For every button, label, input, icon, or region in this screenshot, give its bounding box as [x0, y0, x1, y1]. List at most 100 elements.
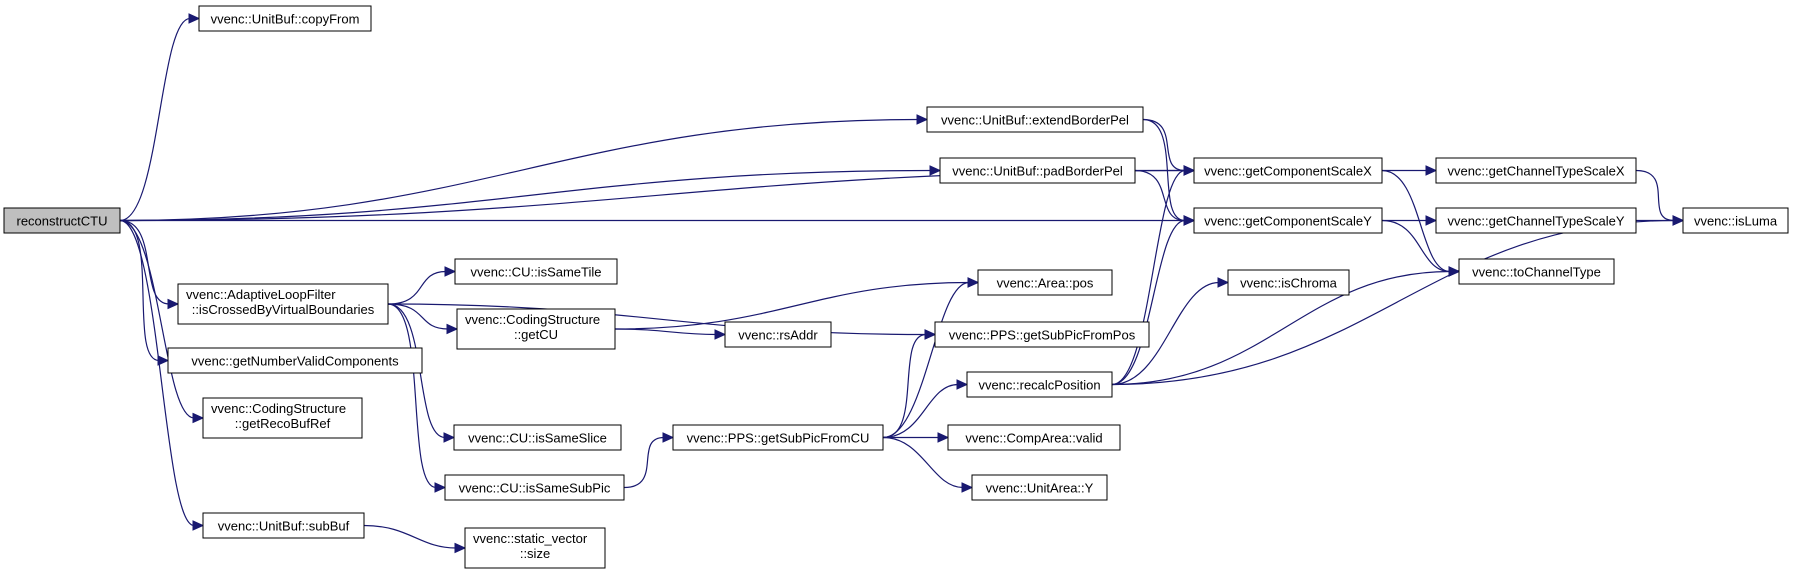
node-label: vvenc::UnitBuf::copyFrom: [211, 12, 360, 27]
edge-reconstructCTU-to-extendBorderPel: [119, 114, 929, 222]
node-label: vvenc::toChannelType: [1472, 265, 1601, 280]
node-isLuma[interactable]: vvenc::isLuma: [1682, 207, 1789, 234]
node-box: [456, 308, 616, 350]
node-label: vvenc::static_vector: [473, 531, 588, 546]
node-box: [1435, 207, 1637, 234]
node-label: vvenc::CodingStructure: [465, 312, 600, 327]
node-cuIsSameTile[interactable]: vvenc::CU::isSameTile: [454, 258, 618, 285]
node-recalcPosition[interactable]: vvenc::recalcPosition: [966, 371, 1113, 398]
edge-subBuf-to-staticVectorSize: [363, 524, 467, 554]
node-label: vvenc::CodingStructure: [211, 401, 346, 416]
edge-reconstructCTU-to-csGetRecoBufRef: [119, 219, 205, 424]
edge-reconstructCTU-to-copyFrom: [119, 13, 201, 222]
node-label: ::size: [520, 546, 550, 561]
edge-csGetCU-to-areaPos: [614, 277, 980, 330]
node-box: [966, 371, 1113, 398]
node-reconstructCTU[interactable]: reconstructCTU: [3, 207, 121, 234]
node-ppsGetSubPicFromCU[interactable]: vvenc::PPS::getSubPicFromCU: [672, 424, 884, 451]
node-box: [1193, 157, 1383, 184]
node-label: vvenc::CompArea::valid: [965, 431, 1102, 446]
node-box: [167, 347, 423, 374]
node-label: vvenc::AdaptiveLoopFilter: [186, 287, 336, 302]
node-box: [1682, 207, 1789, 234]
edge-reconstructCTU-to-padBorderPel: [119, 165, 942, 222]
node-label: vvenc::PPS::getSubPicFromCU: [687, 431, 870, 446]
node-alfCrossed[interactable]: vvenc::AdaptiveLoopFilter::isCrossedByVi…: [177, 283, 389, 325]
node-getNumberValidComponents[interactable]: vvenc::getNumberValidComponents: [167, 347, 423, 374]
edges-layer: [119, 13, 1685, 554]
node-label: vvenc::getChannelTypeScaleY: [1447, 214, 1624, 229]
node-label: vvenc::getComponentScaleX: [1204, 164, 1372, 179]
node-label: vvenc::UnitBuf::extendBorderPel: [941, 113, 1129, 128]
edge-alfCrossed-to-csGetCU: [387, 303, 459, 335]
node-compAreaValid[interactable]: vvenc::CompArea::valid: [947, 424, 1121, 451]
node-extendBorderPel[interactable]: vvenc::UnitBuf::extendBorderPel: [926, 106, 1144, 133]
edge-alfCrossed-to-cuIsSameTile: [387, 266, 457, 305]
node-cuIsSameSubPic[interactable]: vvenc::CU::isSameSubPic: [444, 474, 625, 501]
node-label: vvenc::UnitBuf::subBuf: [218, 519, 350, 534]
node-label: vvenc::CU::isSameSlice: [468, 431, 607, 446]
node-box: [454, 258, 618, 285]
node-csGetRecoBufRef[interactable]: vvenc::CodingStructure::getRecoBufRef: [202, 397, 363, 439]
node-subBuf[interactable]: vvenc::UnitBuf::subBuf: [202, 512, 365, 539]
node-label: vvenc::isLuma: [1694, 214, 1778, 229]
node-label: vvenc::PPS::getSubPicFromPos: [949, 328, 1136, 343]
node-areaPos[interactable]: vvenc::Area::pos: [977, 269, 1113, 296]
edge-alfCrossed-to-cuIsSameSubPic: [387, 303, 447, 493]
node-box: [977, 269, 1113, 296]
node-box: [464, 527, 606, 569]
node-box: [1458, 258, 1615, 285]
node-getChannelTypeScaleX[interactable]: vvenc::getChannelTypeScaleX: [1435, 157, 1637, 184]
node-unitAreaY[interactable]: vvenc::UnitArea::Y: [971, 474, 1108, 501]
node-label: vvenc::CU::isSameSubPic: [459, 481, 611, 496]
edge-recalcPosition-to-isChroma: [1111, 277, 1230, 386]
node-getChannelTypeScaleY[interactable]: vvenc::getChannelTypeScaleY: [1435, 207, 1637, 234]
node-label: ::getCU: [514, 327, 558, 342]
node-box: [971, 474, 1108, 501]
node-box: [934, 321, 1150, 348]
node-staticVectorSize[interactable]: vvenc::static_vector::size: [464, 527, 606, 569]
node-label: ::getRecoBufRef: [235, 416, 331, 431]
node-box: [202, 512, 365, 539]
edge-recalcPosition-to-isLuma: [1111, 215, 1685, 386]
node-ppsGetSubPicFromPos[interactable]: vvenc::PPS::getSubPicFromPos: [934, 321, 1150, 348]
node-label: vvenc::getComponentScaleY: [1204, 214, 1372, 229]
node-copyFrom[interactable]: vvenc::UnitBuf::copyFrom: [198, 5, 372, 32]
node-getComponentScaleY[interactable]: vvenc::getComponentScaleY: [1193, 207, 1383, 234]
node-box: [939, 157, 1136, 184]
edge-recalcPosition-to-getComponentScaleX: [1111, 165, 1196, 386]
node-isChroma[interactable]: vvenc::isChroma: [1227, 269, 1350, 296]
edge-ppsGetSubPicFromCU-to-recalcPosition: [882, 379, 969, 439]
edge-getComponentScaleX-to-getChannelTypeScaleX: [1381, 165, 1438, 176]
node-toChannelType[interactable]: vvenc::toChannelType: [1458, 258, 1615, 285]
node-box: [198, 5, 372, 32]
node-label: vvenc::UnitArea::Y: [986, 481, 1094, 496]
node-label: vvenc::getChannelTypeScaleX: [1447, 164, 1624, 179]
node-label: vvenc::getNumberValidComponents: [191, 354, 399, 369]
node-box: [1193, 207, 1383, 234]
node-box: [947, 424, 1121, 451]
node-csGetCU[interactable]: vvenc::CodingStructure::getCU: [456, 308, 616, 350]
edge-ppsGetSubPicFromCU-to-unitAreaY: [882, 436, 974, 493]
node-box: [926, 106, 1144, 133]
node-box: [3, 207, 121, 234]
node-label: vvenc::Area::pos: [997, 276, 1094, 291]
node-label: vvenc::recalcPosition: [978, 378, 1100, 393]
edge-csGetCU-to-rsAddr: [614, 328, 727, 340]
node-label: vvenc::CU::isSameTile: [471, 265, 602, 280]
node-getComponentScaleX[interactable]: vvenc::getComponentScaleX: [1193, 157, 1383, 184]
nodes-layer: reconstructCTU vvenc::UnitBuf::copyFromvv…: [3, 5, 1789, 569]
edge-ppsGetSubPicFromCU-to-compAreaValid: [883, 432, 950, 443]
node-box: [177, 283, 389, 325]
node-box: [444, 474, 625, 501]
edge-cuIsSameSubPic-to-ppsGetSubPicFromCU: [623, 432, 675, 489]
edge-ppsGetSubPicFromCU-to-ppsGetSubPicFromPos: [882, 329, 937, 439]
node-label: vvenc::rsAddr: [738, 328, 818, 343]
node-box: [724, 321, 832, 348]
node-padBorderPel[interactable]: vvenc::UnitBuf::padBorderPel: [939, 157, 1136, 184]
node-cuIsSameSlice[interactable]: vvenc::CU::isSameSlice: [453, 424, 622, 451]
node-box: [453, 424, 622, 451]
node-rsAddr[interactable]: vvenc::rsAddr: [724, 321, 832, 348]
edge-recalcPosition-to-getComponentScaleY: [1111, 215, 1196, 386]
